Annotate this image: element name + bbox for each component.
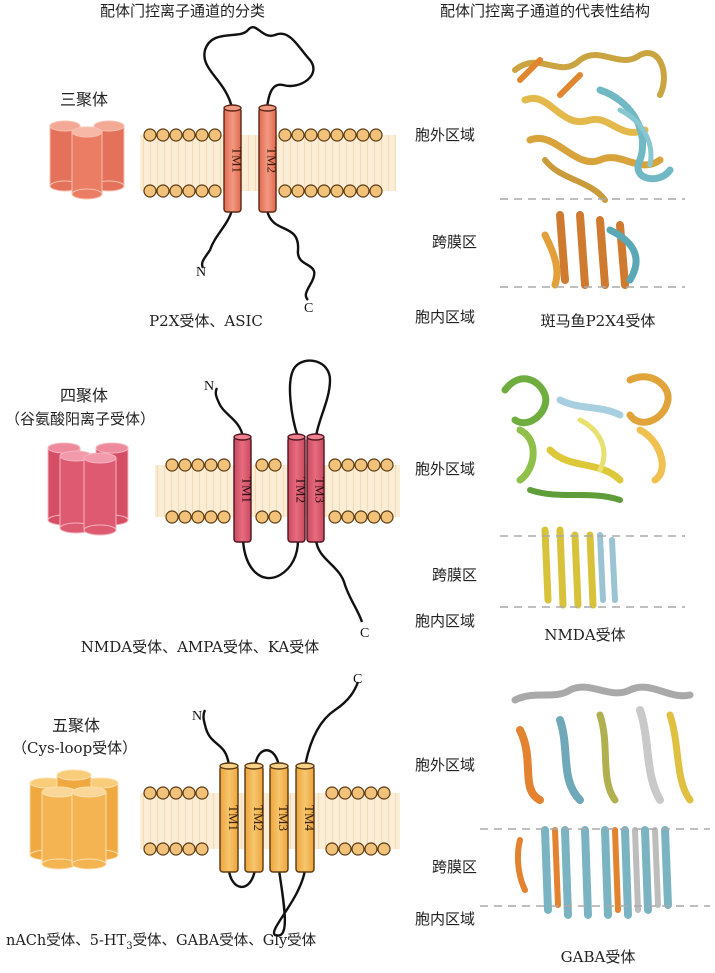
pentamer-region-intracellular: 胞内区域 [415, 910, 476, 928]
trimer-tm2-label: TM2 [265, 147, 280, 173]
trimer-helices [223, 104, 277, 213]
pentamer-receptor-list: nACh受体、5-HT3受体、GABA受体、Gly受体 [6, 934, 316, 952]
tetramer-region-extracellular: 胞外区域 [415, 460, 476, 478]
tetramer-tm1-label: TM1 [240, 477, 255, 503]
trimer-n-terminus: N [196, 265, 206, 280]
trimer-label: 三聚体 [60, 90, 109, 109]
tetramer-region-transmembrane: 跨膜区 [432, 566, 478, 584]
pentamer-chain [202, 681, 360, 937]
tetramer-tm3-label: TM3 [313, 477, 328, 503]
receptor-list-part-2: 受体、GABA受体、Gly受体 [132, 933, 317, 949]
pentamer-c-terminus: C [353, 672, 362, 687]
pentamer-lipid-heads [143, 786, 391, 856]
pentamer-n-terminus: N [192, 709, 202, 724]
tetramer-sublabel: （谷氨酸阳离子受体） [5, 410, 156, 428]
pentamer-helices [219, 762, 315, 873]
tetramer-n-terminus: N [204, 379, 214, 394]
tetramer-structure-caption: NMDA受体 [544, 626, 626, 644]
receptor-list-subscript: 3 [126, 940, 133, 952]
tetramer-chain [214, 359, 364, 623]
pentamer-sublabel: （Cys-loop受体） [12, 739, 138, 757]
trimer-region-intracellular: 胞内区域 [415, 308, 476, 326]
pentamer-oligomer-icon [29, 769, 119, 870]
p2x4-structure-image [512, 50, 674, 289]
trimer-structure-caption: 斑马鱼P2X4受体 [540, 312, 656, 330]
tetramer-label: 四聚体 [60, 386, 109, 405]
tetramer-region-intracellular: 胞内区域 [415, 612, 476, 630]
tetramer-lipid-heads [165, 458, 394, 524]
structures-header: 配体门控离子通道的代表性结构 [440, 2, 651, 20]
pentamer-region-transmembrane: 跨膜区 [432, 858, 478, 876]
tetramer-c-terminus: C [360, 626, 369, 641]
tetramer-membrane [155, 458, 400, 524]
tetramer-oligomer-icon [47, 442, 129, 536]
trimer-c-terminus: C [304, 301, 313, 316]
tetramer-tm2-label: TM2 [294, 477, 309, 503]
pentamer-label: 五聚体 [52, 716, 101, 735]
receptor-list-part-1: nACh受体、5-HT [6, 933, 127, 949]
pentamer-structure-caption: GABA受体 [560, 948, 636, 966]
trimer-lipid-heads [143, 128, 383, 198]
trimer-chain [200, 26, 316, 301]
gaba-structure-image [511, 683, 694, 919]
nmda-structure-image [501, 373, 672, 609]
tetramer-receptor-list: NMDA受体、AMPA受体、KA受体 [80, 638, 320, 656]
trimer-tm1-label: TM1 [230, 147, 245, 173]
trimer-oligomer-icon [49, 120, 125, 200]
pentamer-tm2-label: TM2 [251, 805, 266, 831]
pentamer-tm4-label: TM4 [302, 805, 317, 832]
tetramer-helices [233, 433, 325, 543]
trimer-receptor-list: P2X受体、ASIC [149, 312, 263, 330]
pentamer-tm1-label: TM1 [226, 805, 241, 831]
pentamer-tm3-label: TM3 [276, 805, 291, 831]
trimer-region-transmembrane: 跨膜区 [432, 233, 478, 251]
classification-header: 配体门控离子通道的分类 [100, 2, 266, 20]
trimer-region-extracellular: 胞外区域 [415, 126, 476, 144]
pentamer-region-extracellular: 胞外区域 [415, 756, 476, 774]
